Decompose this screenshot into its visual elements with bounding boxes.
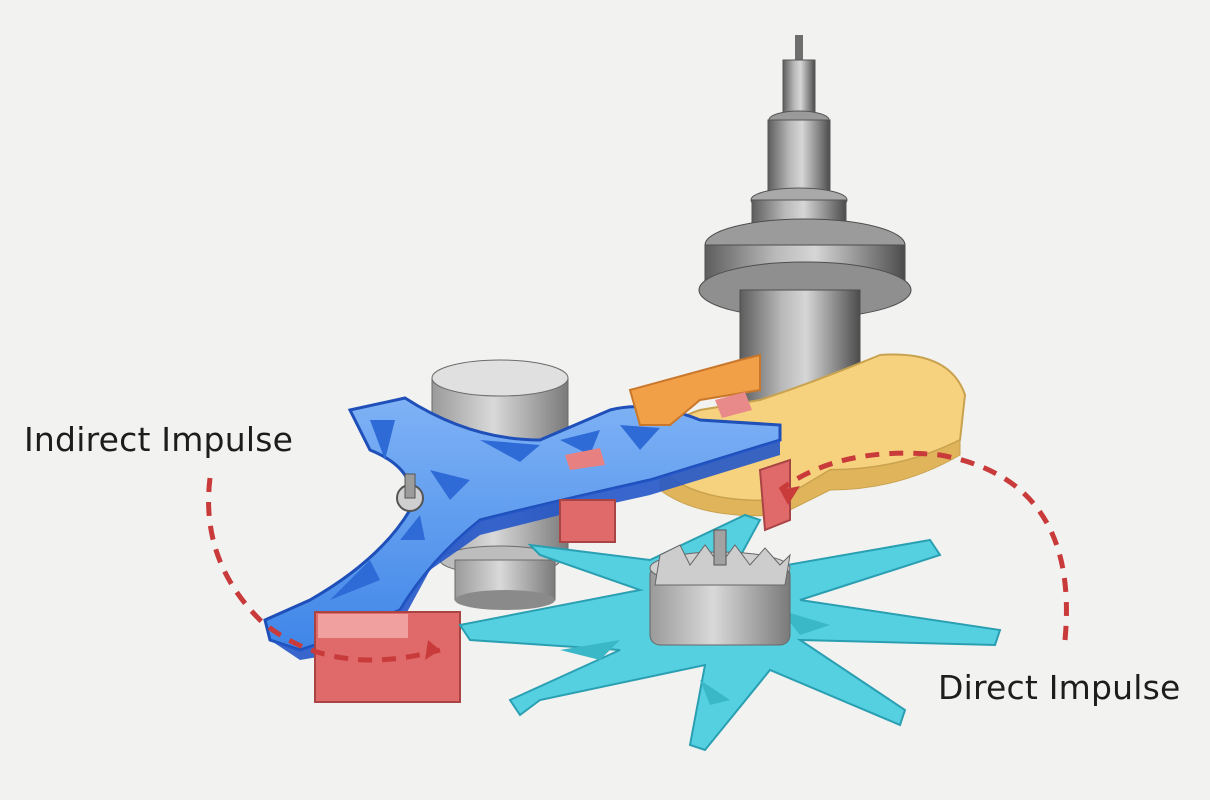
escape-pinion (649, 529, 791, 646)
direct-impulse-label: Direct Impulse (938, 668, 1181, 707)
direct-impulse-arrow (778, 450, 1069, 641)
indirect-impulse-arrow (206, 477, 441, 663)
pallet-lever (263, 396, 782, 660)
indirect-impulse-label: Indirect Impulse (24, 420, 294, 459)
orange-dart (628, 353, 761, 426)
